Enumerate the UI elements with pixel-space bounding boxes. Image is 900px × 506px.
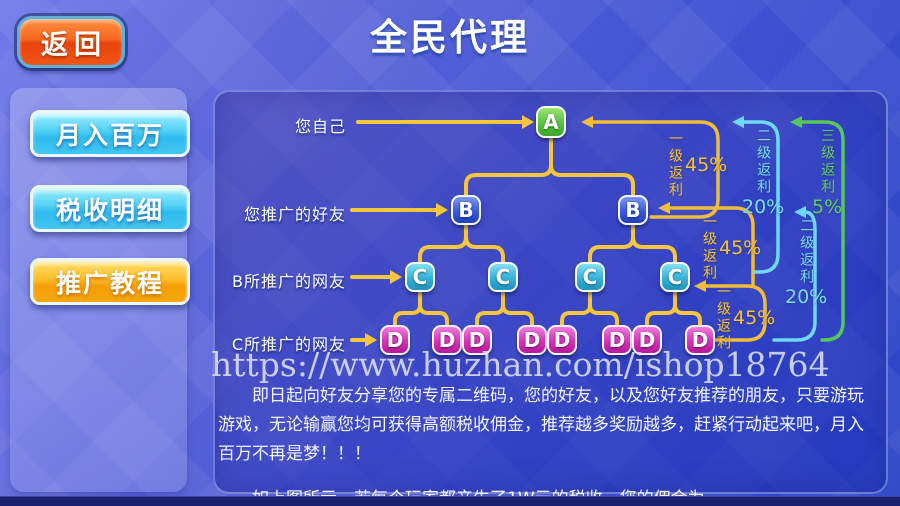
sidebar-button-monthly-million[interactable]: 月入百万: [30, 110, 190, 157]
rebate-percent: 20%: [742, 196, 785, 218]
rebate-name: 一级返利: [667, 131, 683, 199]
rebate-label-level2-c-to-a: 二级返利 20%: [742, 128, 784, 217]
node-d: D: [462, 325, 492, 355]
row-label-yourself: 您自己: [294, 117, 346, 136]
node-d: D: [685, 325, 715, 355]
rebate-label-level1-c-to-b: 一级返利 45%: [701, 214, 762, 282]
sidebar-button-promo-tutorial[interactable]: 推广教程: [30, 258, 190, 305]
rebate-percent: 45%: [719, 236, 762, 259]
sidebar-panel: 月入百万 税收明细 推广教程: [10, 88, 190, 492]
rebate-label-level3-d-to-a: 三级返利 5%: [812, 128, 842, 217]
rebate-name: 三级返利: [819, 128, 836, 196]
node-c: C: [405, 262, 435, 292]
rebate-percent: 45%: [733, 306, 776, 329]
node-d: D: [602, 325, 632, 355]
node-d: D: [432, 325, 462, 355]
node-d: D: [547, 325, 577, 355]
node-d: D: [380, 325, 410, 355]
watermark-url: https://www.huzhan.com/ishop18764: [211, 345, 830, 384]
node-a: A: [536, 106, 566, 138]
description-text: 即日起向好友分享您的专属二维码，您的好友，以及您好友推荐的朋友，只要游玩游戏，无…: [218, 382, 878, 506]
rebate-label-level1-d-to-c: 一级返利 45%: [715, 284, 776, 352]
sidebar-button-tax-detail[interactable]: 税收明细: [30, 185, 190, 232]
row-label-your-friends: 您推广的好友: [243, 205, 346, 224]
back-button[interactable]: 返回: [17, 16, 125, 68]
rebate-percent: 5%: [812, 196, 843, 218]
page-title: 全民代理: [370, 16, 530, 59]
row-label-c-referrals: C所推广的网友: [231, 335, 346, 354]
rebate-name: 一级返利: [715, 284, 731, 352]
rebate-percent: 45%: [685, 153, 728, 176]
node-b: B: [618, 195, 648, 225]
node-b: B: [451, 195, 481, 225]
node-d: D: [517, 325, 547, 355]
rebate-name: 一级返利: [701, 214, 717, 282]
rebate-name: 二级返利: [755, 128, 772, 196]
rebate-percent: 20%: [785, 286, 828, 308]
bottom-strip: [0, 496, 900, 506]
row-label-b-referrals: B所推广的网友: [232, 272, 346, 291]
rebate-label-level1-b-to-a: 一级返利 45%: [667, 131, 728, 199]
node-c: C: [575, 262, 605, 292]
node-c: C: [488, 262, 518, 292]
rebate-name: 二级返利: [798, 218, 815, 286]
description-paragraph-1: 即日起向好友分享您的专属二维码，您的好友，以及您好友推荐的朋友，只要游玩游戏，无…: [218, 386, 864, 464]
node-c: C: [660, 262, 690, 292]
rebate-label-level2-d-to-b: 二级返利 20%: [785, 218, 827, 307]
node-d: D: [632, 325, 662, 355]
